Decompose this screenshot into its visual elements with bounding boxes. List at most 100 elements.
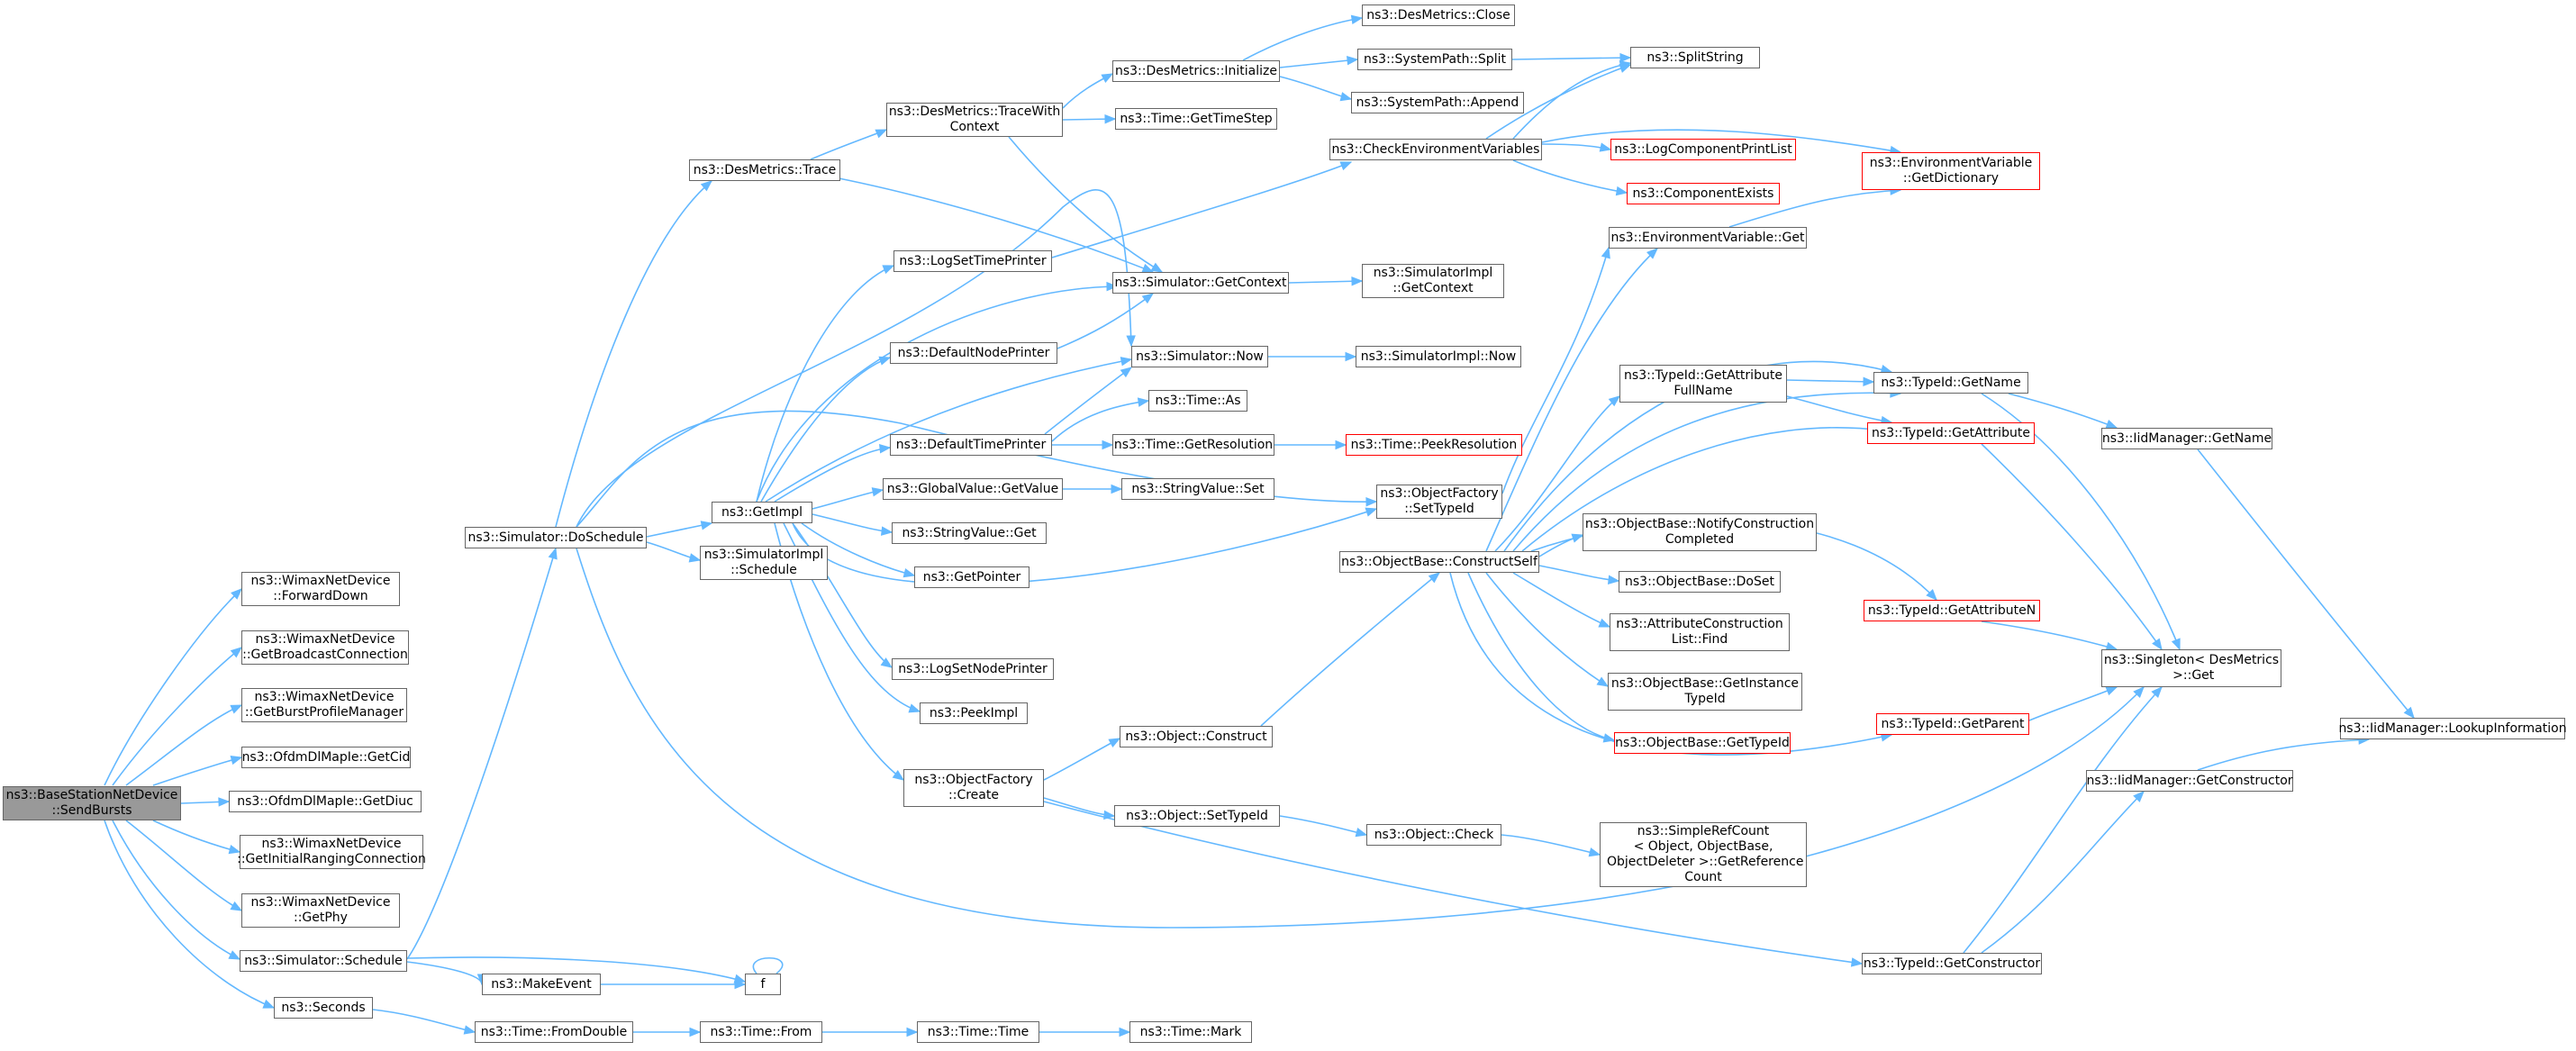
node-simulator-impl-now[interactable]: ns3::SimulatorImpl::Now: [1356, 346, 1521, 367]
node-object-factory-set-type-id[interactable]: ns3::ObjectFactory ::SetTypeId: [1376, 485, 1502, 519]
node-simulator-now[interactable]: ns3::Simulator::Now: [1131, 346, 1268, 367]
call-edge: [1485, 248, 1658, 552]
edge-arrowhead: [700, 521, 713, 530]
call-edge: [1279, 815, 1367, 836]
node-wimax-get-broadcast-connection[interactable]: ns3::WimaxNetDevice ::GetBroadcastConnec…: [241, 630, 409, 665]
node-type-id-get-attribute[interactable]: ns3::TypeId::GetAttribute: [1867, 422, 2035, 444]
node-iid-manager-get-name[interactable]: ns3::IidManager::GetName: [2101, 428, 2272, 449]
node-time-mark[interactable]: ns3::Time::Mark: [1129, 1021, 1252, 1043]
node-object-check[interactable]: ns3::Object::Check: [1366, 824, 1501, 846]
node-simulator-schedule[interactable]: ns3::Simulator::Schedule: [240, 950, 407, 972]
node-simulator-get-context[interactable]: ns3::Simulator::GetContext: [1112, 272, 1289, 294]
node-system-path-split[interactable]: ns3::SystemPath::Split: [1357, 49, 1512, 70]
edge-arrowhead: [230, 704, 243, 714]
node-f[interactable]: f: [745, 974, 781, 995]
node-ofdm-get-diuc[interactable]: ns3::OfdmDlMapIe::GetDiuc: [229, 791, 422, 812]
node-iid-manager-lookup-information[interactable]: ns3::IidManager::LookupInformation: [2338, 718, 2567, 739]
node-make-event[interactable]: ns3::MakeEvent: [482, 974, 601, 995]
node-wimax-get-burst-profile-manager[interactable]: ns3::WimaxNetDevice ::GetBurstProfileMan…: [241, 688, 407, 722]
node-type-id-get-name[interactable]: ns3::TypeId::GetName: [1873, 372, 2028, 394]
node-string-value-get[interactable]: ns3::StringValue::Get: [892, 522, 1047, 544]
node-object-factory-create[interactable]: ns3::ObjectFactory ::Create: [903, 769, 1044, 807]
node-time-get-resolution[interactable]: ns3::Time::GetResolution: [1112, 434, 1274, 456]
node-object-base-construct-self[interactable]: ns3::ObjectBase::ConstructSelf: [1339, 551, 1539, 573]
node-environment-variable-get-dictionary[interactable]: ns3::EnvironmentVariable ::GetDictionary: [1862, 152, 2040, 190]
node-des-metrics-trace-with-context[interactable]: ns3::DesMetrics::TraceWith Context: [886, 103, 1063, 137]
call-edge: [112, 647, 242, 786]
node-simulator-impl-schedule[interactable]: ns3::SimulatorImpl ::Schedule: [700, 546, 828, 580]
node-get-impl[interactable]: ns3::GetImpl: [712, 502, 812, 523]
edge-arrowhead: [1926, 589, 1937, 601]
call-edge: [1521, 427, 1883, 552]
node-string-value-set[interactable]: ns3::StringValue::Set: [1121, 478, 1274, 500]
node-system-path-append[interactable]: ns3::SystemPath::Append: [1351, 92, 1524, 113]
node-attribute-construction-list-find[interactable]: ns3::AttributeConstruction List::Find: [1610, 613, 1790, 651]
edge-arrowhead: [2133, 686, 2145, 698]
call-edge: [801, 522, 915, 576]
node-simulator-do-schedule[interactable]: ns3::Simulator::DoSchedule: [465, 527, 647, 548]
node-time-peek-resolution[interactable]: ns3::Time::PeekResolution: [1346, 434, 1522, 456]
node-type-id-get-parent[interactable]: ns3::TypeId::GetParent: [1876, 713, 2029, 735]
node-default-time-printer[interactable]: ns3::DefaultTimePrinter: [890, 434, 1052, 456]
node-log-component-print-list[interactable]: ns3::LogComponentPrintList: [1610, 139, 1796, 160]
node-object-construct[interactable]: ns3::Object::Construct: [1120, 726, 1273, 747]
node-global-value-get-value[interactable]: ns3::GlobalValue::GetValue: [883, 478, 1063, 500]
node-wimax-forward-down[interactable]: ns3::WimaxNetDevice ::ForwardDown: [241, 572, 400, 606]
node-component-exists[interactable]: ns3::ComponentExists: [1627, 183, 1780, 204]
node-type-id-get-attribute-n[interactable]: ns3::TypeId::GetAttributeN: [1864, 600, 2040, 621]
node-time-from[interactable]: ns3::Time::From: [700, 1021, 822, 1043]
node-singleton-des-metrics-get[interactable]: ns3::Singleton< DesMetrics >::Get: [2101, 649, 2281, 687]
node-log-set-time-printer[interactable]: ns3::LogSetTimePrinter: [893, 250, 1052, 272]
node-seconds[interactable]: ns3::Seconds: [274, 997, 373, 1019]
edge-arrowhead: [1101, 73, 1114, 84]
node-object-base-get-instance-type-id[interactable]: ns3::ObjectBase::GetInstance TypeId: [1608, 673, 1802, 711]
edge-arrowhead: [1137, 397, 1150, 407]
call-edge: [2028, 686, 2118, 721]
node-des-metrics-initialize[interactable]: ns3::DesMetrics::Initialize: [1112, 60, 1280, 82]
call-edge: [1279, 59, 1358, 68]
node-simulator-impl-get-context[interactable]: ns3::SimulatorImpl ::GetContext: [1362, 264, 1504, 298]
call-edge: [1485, 64, 1631, 140]
node-split-string[interactable]: ns3::SplitString: [1630, 47, 1760, 68]
node-time-time[interactable]: ns3::Time::Time: [917, 1021, 1039, 1043]
call-edge: [1260, 572, 1440, 727]
node-peek-impl[interactable]: ns3::PeekImpl: [920, 702, 1028, 724]
edge-arrowhead: [892, 769, 905, 781]
edge-arrowhead: [1339, 92, 1353, 102]
call-edge: [1786, 395, 1892, 423]
node-check-environment-variables[interactable]: ns3::CheckEnvironmentVariables: [1329, 139, 1542, 160]
node-time-from-double[interactable]: ns3::Time::FromDouble: [475, 1021, 633, 1043]
node-ofdm-get-cid[interactable]: ns3::OfdmDlMapIe::GetCid: [241, 747, 411, 768]
call-edge: [1512, 572, 1610, 628]
node-time-get-time-step[interactable]: ns3::Time::GetTimeStep: [1115, 108, 1277, 130]
node-get-pointer[interactable]: ns3::GetPointer: [914, 566, 1029, 588]
call-edge: [406, 961, 483, 985]
node-time-as[interactable]: ns3::Time::As: [1148, 390, 1247, 412]
node-object-base-do-set[interactable]: ns3::ObjectBase::DoSet: [1619, 571, 1781, 593]
edge-arrowhead: [1615, 186, 1628, 196]
node-wimax-get-phy[interactable]: ns3::WimaxNetDevice ::GetPhy: [241, 893, 400, 928]
call-edge: [1467, 572, 1615, 741]
node-object-base-notify-construction-completed[interactable]: ns3::ObjectBase::NotifyConstruction Comp…: [1583, 513, 1817, 551]
edge-arrowhead: [1347, 55, 1359, 66]
node-log-set-node-printer[interactable]: ns3::LogSetNodePrinter: [892, 658, 1054, 680]
edge-arrowhead: [1339, 161, 1353, 171]
node-type-id-get-attribute-full-name[interactable]: ns3::TypeId::GetAttribute FullName: [1619, 365, 1787, 403]
node-type-id-get-constructor[interactable]: ns3::TypeId::GetConstructor: [1862, 953, 2042, 974]
node-des-metrics-trace[interactable]: ns3::DesMetrics::Trace: [689, 159, 840, 181]
node-iid-manager-get-constructor[interactable]: ns3::IidManager::GetConstructor: [2086, 770, 2293, 792]
call-edge: [1503, 360, 1892, 552]
node-simple-ref-count-get-reference-count[interactable]: ns3::SimpleRefCount < Object, ObjectBase…: [1600, 822, 1807, 887]
node-des-metrics-close[interactable]: ns3::DesMetrics::Close: [1362, 5, 1515, 26]
call-edge: [1511, 57, 1631, 60]
node-environment-variable-get[interactable]: ns3::EnvironmentVariable::Get: [1609, 227, 1807, 249]
call-edge: [104, 588, 242, 786]
node-wimax-get-initial-ranging[interactable]: ns3::WimaxNetDevice ::GetInitialRangingC…: [237, 835, 426, 869]
edge-arrowhead: [1607, 575, 1620, 584]
edge-arrowhead: [1102, 439, 1114, 450]
edge-arrowhead: [1365, 497, 1378, 507]
node-object-base-get-type-id[interactable]: ns3::ObjectBase::GetTypeId: [1614, 732, 1791, 754]
node-object-set-type-id[interactable]: ns3::Object::SetTypeId: [1114, 805, 1280, 827]
node-default-node-printer[interactable]: ns3::DefaultNodePrinter: [890, 342, 1057, 364]
